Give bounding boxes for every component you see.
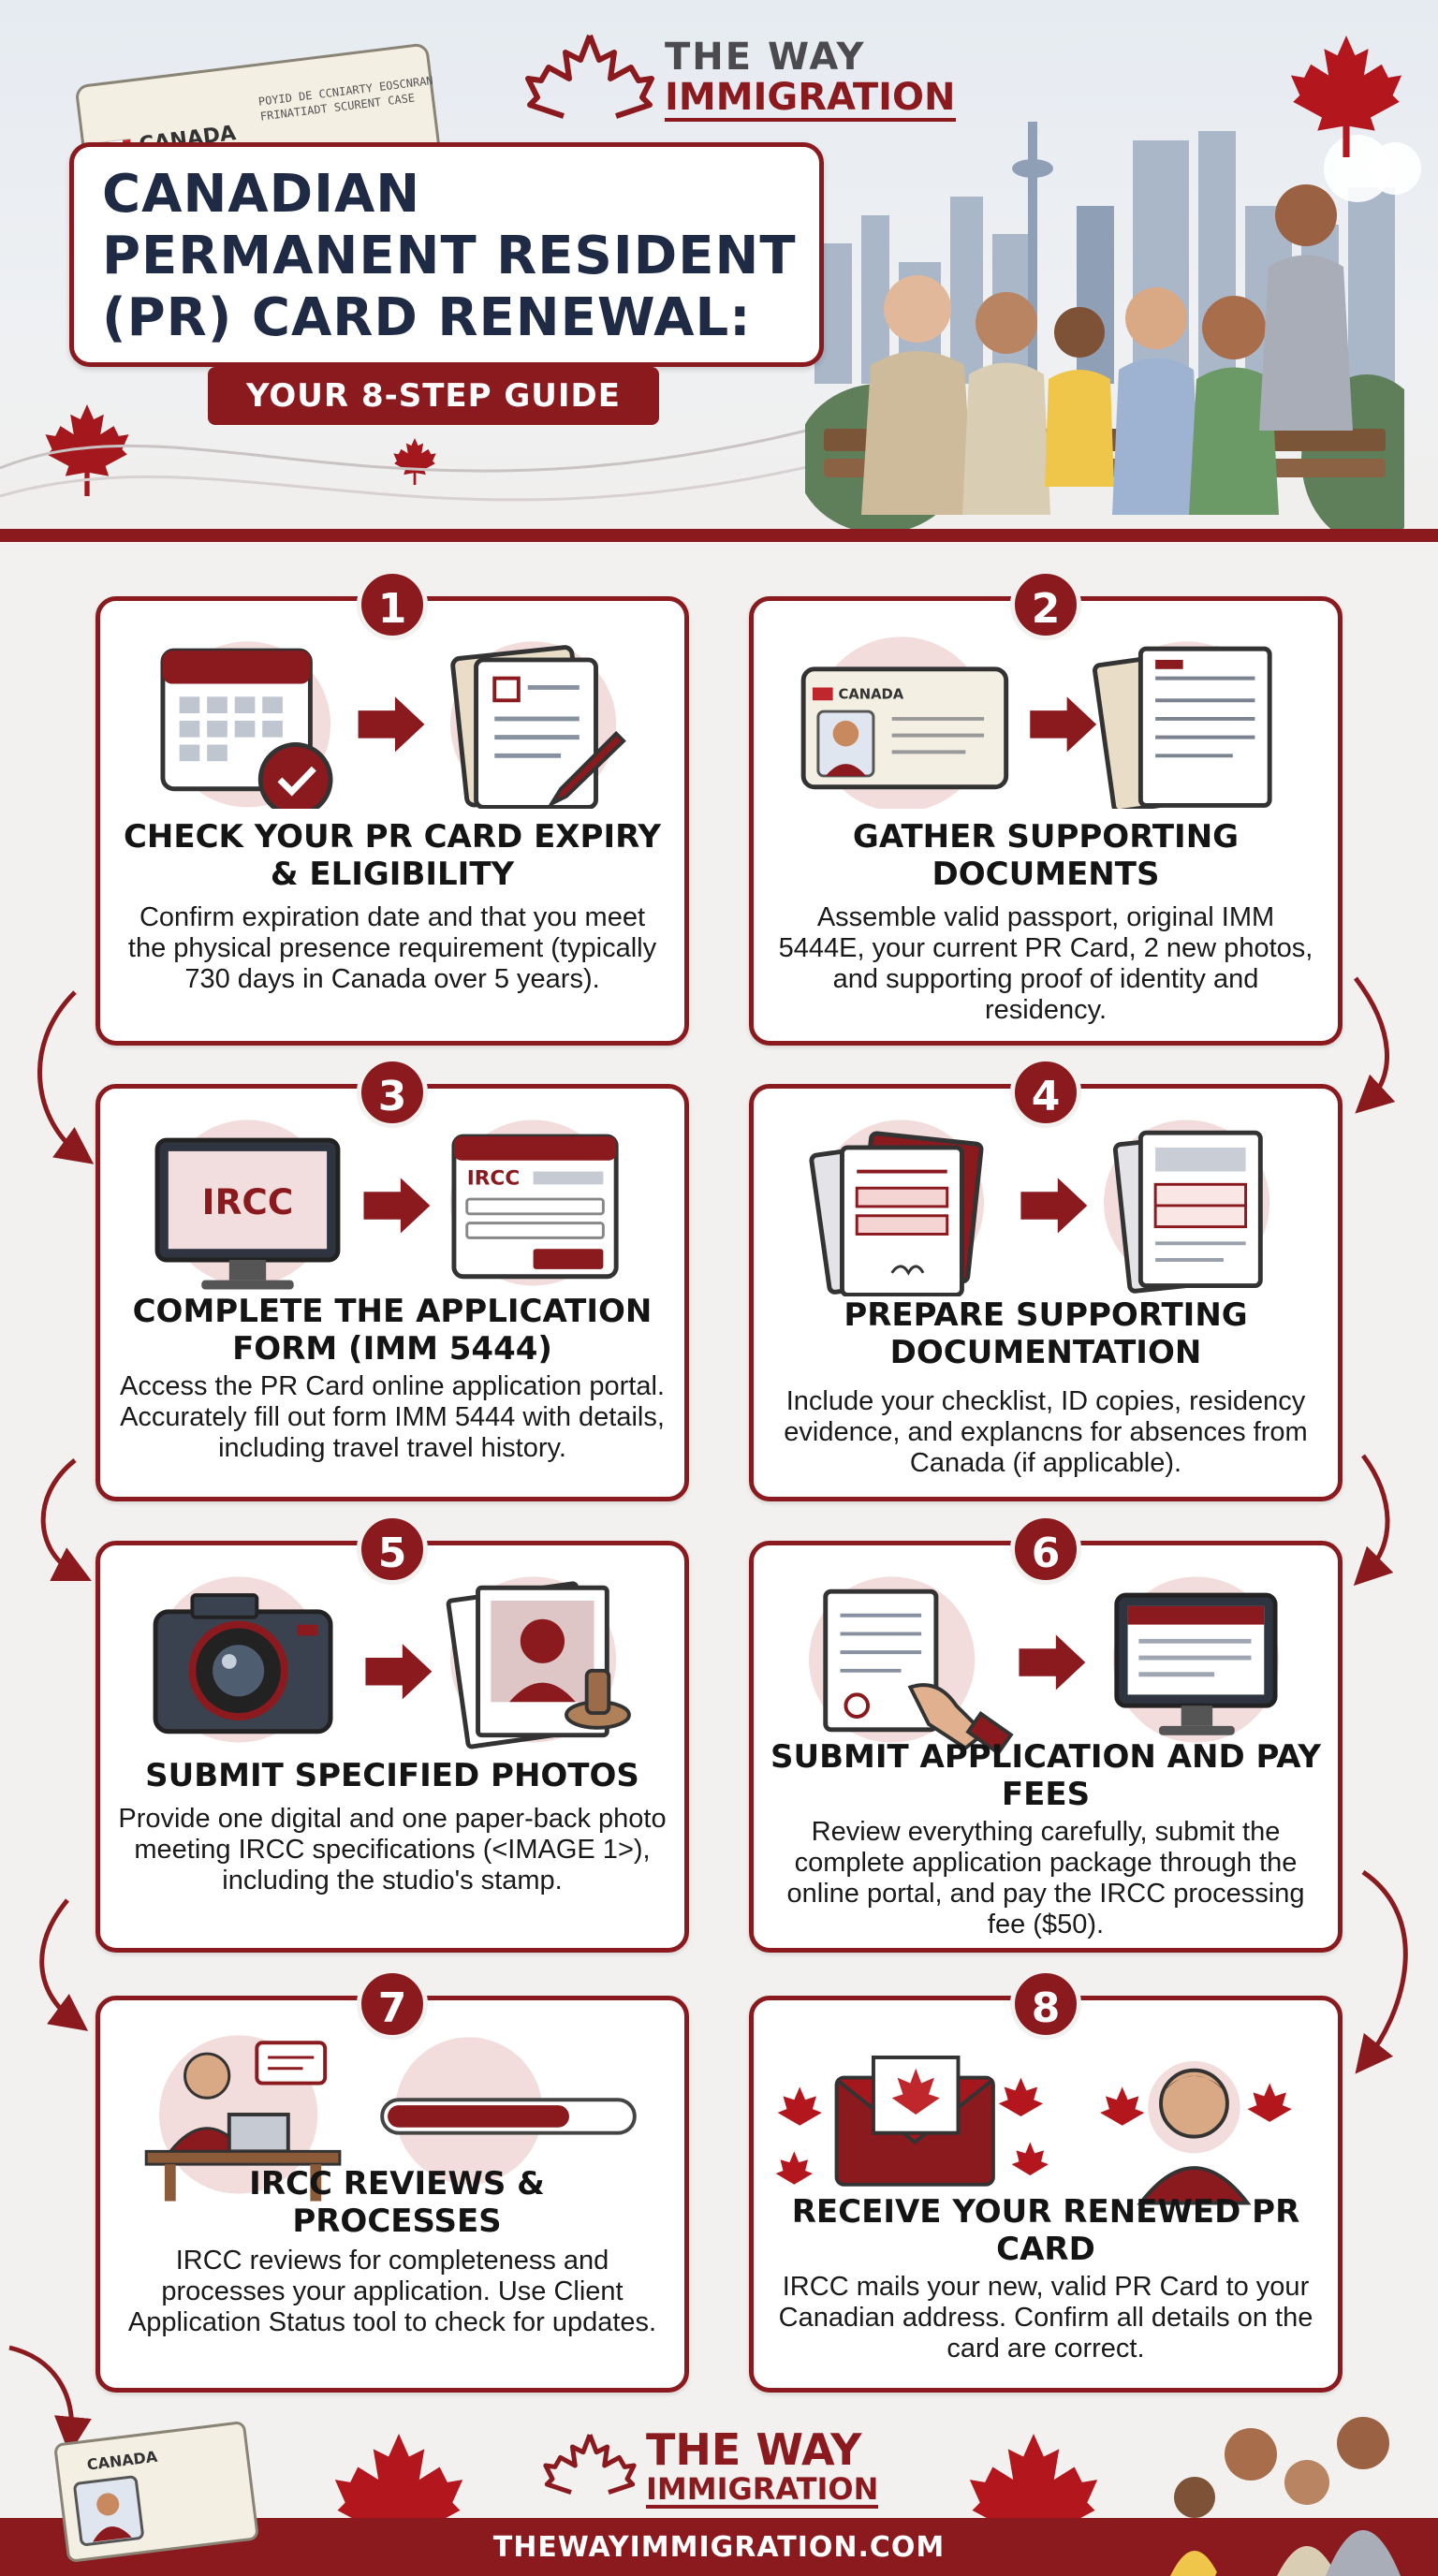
step-number: 4: [1010, 1057, 1081, 1128]
step-title: COMPLETE THE APPLICATION FORM (IMM 5444): [132, 1293, 653, 1368]
step-card-3: 3 IRCC IRCC COMPLETE THE APPLICATION FOR…: [95, 1057, 689, 1501]
header-banner: CANADA POYID DE CCNIARTY EOSCNRAN FRINAT…: [0, 0, 1438, 538]
step-card-5: 5 SUBMIT SPECIFIED PHOTOS Provide one di…: [95, 1514, 689, 1953]
step-number: 6: [1010, 1514, 1081, 1585]
maple-leaf-icon: [45, 404, 129, 496]
brand-line-1: THE WAY: [646, 2424, 862, 2475]
header-divider: [0, 529, 1438, 542]
progress-bar-fill: [388, 2105, 569, 2128]
submit-to-portal-illustration: [809, 1576, 1280, 1753]
maple-leaf-icon: [334, 2434, 463, 2574]
step-description: Review everything carefully, submit the …: [786, 1817, 1305, 1939]
step-number: 5: [357, 1514, 428, 1585]
step-number: 3: [357, 1057, 428, 1128]
id-card-to-documents-illustration: CANADA: [800, 637, 1272, 809]
id-card-country: CANADA: [839, 686, 904, 702]
document-stack-illustration: [809, 1120, 1270, 1296]
brand-line-2: IMMIGRATION: [665, 77, 956, 122]
brand-line-1: THE WAY: [665, 36, 866, 79]
brand-logo-bottom: THE WAY IMMIGRATION: [543, 2424, 936, 2509]
maple-leaf-icon: [1290, 36, 1402, 157]
step-description: Provide one digital and one paper-back p…: [118, 1804, 667, 1895]
step-description: IRCC reviews for completeness and proces…: [127, 2246, 657, 2337]
card-country-label: CANADA: [85, 2447, 159, 2474]
step-description: IRCC mails your new, valid PR Card to yo…: [778, 2272, 1313, 2364]
family-small-illustration: [1170, 2417, 1401, 2576]
step-card-1: 1 CHECK YOUR PR CARD EXPIRY & ELIGIBILIT…: [95, 569, 689, 1046]
pr-card-illustration: CANADA: [52, 2420, 260, 2564]
title-box: CANADIAN PERMANENT RESIDENT (PR) CARD RE…: [69, 142, 824, 367]
maple-leaf-icon: [969, 2434, 1098, 2574]
step-card-7: 7 IRCC REVIEWS & PROCESSES IRCC reviews …: [95, 1969, 689, 2393]
camera-to-photo-illustration: [153, 1576, 631, 1749]
step-description: Assemble valid passport, original IMM 54…: [778, 902, 1313, 1025]
brand-line-2: IMMIGRATION: [646, 2471, 879, 2509]
step-title: SUBMIT SPECIFIED PHOTOS: [145, 1757, 639, 1794]
step-number: 2: [1010, 569, 1081, 640]
step-number: 1: [357, 569, 428, 640]
form-window-label: IRCC: [467, 1166, 520, 1190]
step-title: RECEIVE YOUR RENEWED PR CARD: [791, 2193, 1300, 2268]
subtitle-badge: YOUR 8-STEP GUIDE: [208, 367, 659, 425]
page-title: CANADIAN PERMANENT RESIDENT (PR) CARD RE…: [102, 164, 797, 348]
monitor-label: IRCC: [202, 1181, 294, 1222]
maple-leaf-outline-icon: [525, 34, 654, 119]
officer-reviewing-illustration: [144, 2035, 637, 2202]
step-card-8: 8 RECEIVE YOUR RENEWED PR CARD IRCC mail…: [749, 1969, 1343, 2393]
step-card-2: 2 CANADA GATHER SUPPORTING DOCUMENTS Ass…: [749, 569, 1343, 1046]
brand-logo-top: THE WAY IMMIGRATION: [524, 28, 956, 122]
step-title: GATHER SUPPORTING DOCUMENTS: [852, 818, 1240, 893]
step-description: Confirm expiration date and that you mee…: [127, 902, 657, 994]
step-description: Include your checklist, ID copies, resid…: [784, 1386, 1308, 1478]
step-number: 7: [357, 1969, 428, 2040]
step-card-6: 6 SUBMIT APPLICATION AND PAY FEES Review…: [749, 1514, 1343, 1953]
computer-to-online-form-illustration: IRCC IRCC: [154, 1120, 619, 1290]
card-photo-icon: [73, 2475, 144, 2546]
calendar-to-document-illustration: [160, 641, 626, 809]
step-card-4: 4 PREPARE SUPPORTING DOCUMENTATION Inclu…: [749, 1057, 1343, 1501]
step-title: IRCC REVIEWS & PROCESSES: [249, 2165, 545, 2240]
step-title: PREPARE SUPPORTING DOCUMENTATION: [844, 1296, 1248, 1371]
step-title: SUBMIT APPLICATION AND PAY FEES: [770, 1738, 1321, 1813]
website-link[interactable]: THEWAYIMMIGRATION.COM: [492, 2531, 946, 2564]
step-title: CHECK YOUR PR CARD EXPIRY & ELIGIBILITY: [123, 818, 662, 893]
step-number: 8: [1010, 1969, 1081, 2040]
decorative-swoosh: [0, 419, 843, 502]
maple-leaf-icon: [393, 438, 436, 485]
family-illustration: [805, 184, 1404, 534]
maple-leaf-outline-icon: [543, 2434, 637, 2495]
envelope-and-person-illustration: [775, 2056, 1292, 2205]
step-description: Access the PR Card online application po…: [120, 1371, 665, 1463]
